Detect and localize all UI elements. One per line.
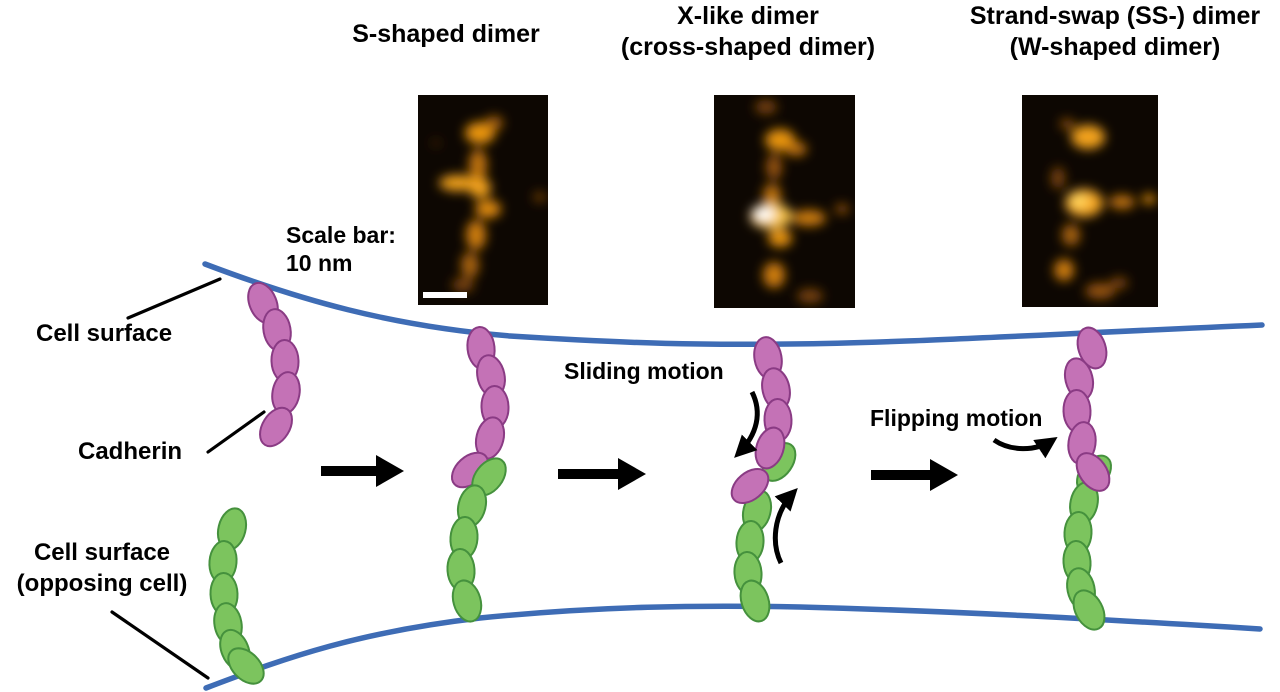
cadherin-domain <box>739 579 771 623</box>
sliding-motion-up-arrow <box>772 488 798 565</box>
stage-title-line: (W-shaped dimer) <box>1009 33 1221 61</box>
cell-surface-bottom-label-line: Cell surface <box>33 539 171 566</box>
sliding-motion-label: Sliding motion <box>564 358 724 384</box>
cadherin-domain <box>451 579 483 623</box>
transition-arrow-1 <box>321 455 404 487</box>
stage2-s-shaped-dimer <box>446 326 510 623</box>
transition-arrow-3 <box>871 459 958 491</box>
cell-surface-bottom-label-line: (opposing cell) <box>16 570 188 597</box>
stage-title-x-like-dimer: X-like dimer (cross-shaped dimer) <box>621 1 875 63</box>
transition-arrow-2 <box>558 458 646 490</box>
scale-bar-label: Scale bar: 10 nm <box>286 221 396 277</box>
afm-molecule-blob <box>750 100 849 303</box>
cell-surface-bottom-label: Cell surface (opposing cell) <box>17 537 188 599</box>
stage4-strand-swap-dimer <box>1062 326 1113 631</box>
scale-bar <box>423 292 467 298</box>
cadherin-domain <box>227 647 265 685</box>
cadherin-domain <box>1072 589 1106 631</box>
stage-title-s-shaped-dimer: S-shaped dimer <box>352 19 540 50</box>
cadherin-domain <box>730 467 770 505</box>
stage1-cadherin-top-monomer <box>247 281 301 448</box>
top-cell-surface-line <box>202 261 1265 348</box>
cell-surface-bottom-leader-line <box>110 610 210 680</box>
cell-surface-top-leader-line <box>126 277 222 320</box>
cadherin-label: Cadherin <box>78 438 183 465</box>
scale-bar-label-line: 10 nm <box>286 250 353 276</box>
stage-title-line: X-like dimer <box>677 2 819 30</box>
scale-bar-label-line: Scale bar: <box>286 222 396 248</box>
stage-title-strand-swap-dimer: Strand-swap (SS-) dimer (W-shaped dimer) <box>970 1 1260 63</box>
afm-molecule-blob <box>432 116 547 292</box>
flipping-motion-label: Flipping motion <box>870 405 1043 431</box>
sliding-motion-down-arrow <box>734 390 760 458</box>
bottom-cell-surface-line <box>203 603 1263 691</box>
stage-title-line: S-shaped dimer <box>352 20 540 48</box>
cadherin-domain <box>259 406 293 448</box>
flipping-motion-arrow <box>992 436 1058 459</box>
cadherin-domain <box>1076 326 1108 370</box>
stage-title-line: Strand-swap (SS-) dimer <box>969 2 1261 30</box>
cadherin-leader-line <box>206 410 266 454</box>
cell-surface-top-label: Cell surface <box>36 320 173 347</box>
stage1-cadherin-bottom-monomer <box>208 507 265 685</box>
cadherin-domain <box>1075 452 1111 492</box>
stage-title-line: (cross-shaped dimer) <box>620 33 876 61</box>
afm-molecule-blob <box>1051 119 1156 299</box>
afm-image-strand-swap-dimer <box>1022 95 1158 307</box>
afm-image-x-like-dimer <box>714 95 855 308</box>
afm-image-s-shaped-dimer <box>418 95 548 305</box>
stage3-x-like-dimer <box>730 336 797 623</box>
